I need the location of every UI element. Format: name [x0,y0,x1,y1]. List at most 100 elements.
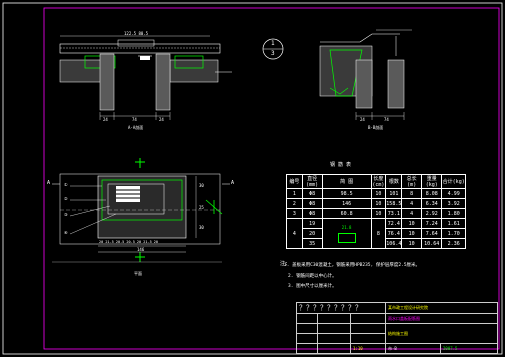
tb-cell [317,333,351,344]
cell-count: 106.4 [385,238,403,249]
tb-cell [296,333,318,344]
th-diameter: 直径(mm) [301,174,323,189]
cell-count: 72.4 [385,218,403,229]
notes-item-3: 3. 图中尺寸以厘米计。 [288,284,337,289]
detail-circle-bottom: 3 [271,50,275,57]
rebar-table: 编号 直径(mm) 简 图 长度(cm) 根数 总长(m) 重量(kg) 合计(… [286,174,466,249]
plan-right-dim-2: 25 [199,205,204,210]
cell-shape-4: 21.8 [321,218,372,249]
cell-total-length: 10 [401,218,423,229]
cell-length: 10 [370,208,387,219]
section-a-dim-3: 24 [159,117,164,122]
notes-item-1: 1. 盖板采用C30混凝土，钢筋采用HPB235, 保护层厚度2.5厘米。 [284,263,421,268]
cell-count: 158.5 [385,198,403,209]
cell-length: 10 [370,198,387,209]
section-b-caption: B-B剖面 [368,125,384,130]
th-length: 长度(cm) [370,174,387,189]
cell-length: 8 [370,218,387,249]
section-a-drawing [59,35,232,120]
th-no: 编号 [286,174,303,189]
tb-cell [317,313,351,324]
section-a-dim-2: 74 [132,117,137,122]
plan-callout-4: ④ [64,230,68,235]
title-block-row: ？？？？？？？？？ 某市政工程设计研究院 [296,302,498,314]
cell-weight: 10.64 [421,238,443,249]
cell-weight: 2.92 [421,208,443,219]
tb-cell [296,323,318,334]
cell-total-length: 8 [401,188,423,199]
plan-mark-right: A [231,180,235,186]
tb-cell [317,323,351,334]
cell-shape: 146 [321,198,372,209]
table-header-row: 编号 直径(mm) 简 图 长度(cm) 根数 总长(m) 重量(kg) 合计(… [286,174,466,189]
cell-dia: 19 [301,218,323,229]
cell-length: 10 [370,188,387,199]
plan-right-dim-1: 30 [199,183,204,188]
title-block: ？？？？？？？？？ 某市政工程设计研究院 雨水口盖板配筋图 结构施工图 1:10… [296,302,498,354]
plan-callout-3: ③ [64,212,68,217]
table-row: 3 Φ8 60.8 10 73.1 4 2.92 1.80 [286,208,466,219]
table-row: 2 Φ8 146 10 158.5 4 6.34 3.92 [286,198,466,209]
section-a-dim-1: 24 [103,117,108,122]
tb-cell [350,313,386,324]
cell-dia: Φ8 [301,198,323,209]
tb-company: 某市政工程设计研究院 [385,302,498,314]
plan-caption: 平面 [134,271,142,276]
cell-no: 1 [286,188,303,199]
cell-total-length: 4 [401,198,423,209]
tb-sheet-no: 市-B [385,343,441,354]
tb-cell [317,343,351,354]
section-b-dim-2: 74 [384,117,389,122]
cell-count: 101 [385,188,403,199]
tb-date: 2007.5 [440,343,498,354]
table-row: 4 19 21.8 8 72.4 10 7.24 1.61 [286,218,466,249]
tb-cell [296,343,318,354]
cell-dia: 35 [301,238,323,249]
inner-frame [43,7,500,350]
section-a-dim-top: 122.5 80.5 [124,31,149,36]
plan-dims-total: 146 [137,247,145,252]
tb-cell [350,333,386,344]
plan-callout-2: ② [64,196,68,201]
cell-dia: Φ8 [301,208,323,219]
plan-callout-1: ① [64,182,68,187]
cell-weight: 7.64 [421,228,443,239]
cell-dia: Φ8 [301,188,323,199]
shape4-hook-icon [337,232,356,243]
table-title: 钢 筋 表 [330,162,352,168]
cell-no: 4 [286,218,303,249]
cell-count: 76.4 [385,228,403,239]
shape4-label: 21.8 [341,224,352,230]
th-sum: 合计(kg) [441,174,466,189]
cell-weight: 8.08 [421,188,443,199]
section-a-caption: A-A剖面 [128,125,144,130]
th-weight: 重量(kg) [421,174,443,189]
cell-weight: 6.34 [421,198,443,209]
cell-sum: 2.36 [441,238,466,249]
tb-cell [350,323,386,334]
section-b-drawing [319,29,412,120]
tb-drawing-name: 雨水口盖板配筋图 [385,313,498,324]
cell-total-length: 10 [401,228,423,239]
cell-sum: 4.99 [441,188,466,199]
cell-sum: 1.80 [441,208,466,219]
title-block-row: 雨水口盖板配筋图 [296,313,498,324]
th-shape: 简 图 [321,174,372,189]
cell-total-length: 4 [401,208,423,219]
th-count: 根数 [385,174,403,189]
plan-mark-left: A [47,180,51,186]
cell-dia: 20 [301,228,323,239]
notes-heading: 注: [280,261,289,267]
cell-sum: 1.61 [441,218,466,229]
notes-item-2: 2. 钢筋间距以中心计。 [288,274,337,279]
cell-no: 2 [286,198,303,209]
section-b-dim-1: 24 [360,117,365,122]
th-total-length: 总长(m) [401,174,423,189]
title-block-row: 结构施工图 [296,323,498,344]
plan-drawing [52,158,230,263]
cell-count: 73.1 [385,208,403,219]
cell-weight: 7.24 [421,218,443,229]
